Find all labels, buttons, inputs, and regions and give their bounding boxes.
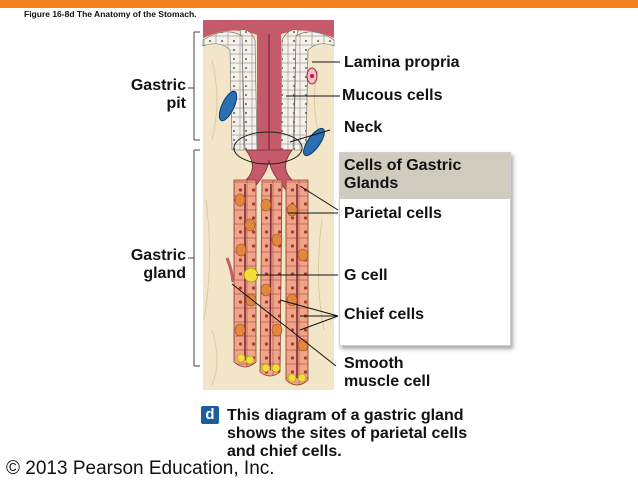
label-smooth-muscle-cell: Smooth muscle cell (344, 355, 430, 391)
figure-description: This diagram of a gastric gland shows th… (227, 407, 527, 461)
label-mucous-cells: Mucous cells (342, 87, 443, 104)
label-lamina-propria: Lamina propria (344, 54, 460, 71)
g-cell (243, 267, 259, 283)
label-chief-cells: Chief cells (344, 306, 425, 323)
copyright-notice: © 2013 Pearson Education, Inc. (6, 458, 275, 479)
legend-title-line1: Cells of Gastric (344, 157, 462, 174)
legend-header: Cells of Gastric Glands (340, 153, 510, 199)
legend-title-line2: Glands (344, 175, 399, 192)
accent-bar (0, 0, 638, 8)
panel-d-badge: d (201, 406, 219, 424)
pit-epithelium-right (280, 29, 299, 151)
label-parietal-cells: Parietal cells (344, 205, 442, 222)
label-g-cell: G cell (344, 267, 388, 284)
label-gastric-gland-line1: Gastric (130, 247, 186, 264)
legend-title: Cells of Gastric Glands (344, 157, 461, 193)
label-gastric-gland-line2: gland (143, 265, 186, 282)
label-gastric-pit-line1: Gastric (130, 77, 186, 94)
label-smooth-muscle-line2: muscle cell (344, 373, 431, 390)
description-line3: and chief cells. (227, 443, 342, 460)
leader-lines (231, 61, 340, 367)
description-line1: This diagram of a gastric gland (227, 407, 464, 424)
blood-vessel-right (303, 127, 325, 157)
gland-base-cells (236, 353, 307, 383)
gastric-pit-bracket (188, 31, 200, 141)
legend-box: Cells of Gastric Glands (339, 152, 511, 346)
smooth-muscle-cell (225, 257, 235, 283)
tissue-fibers (203, 59, 325, 386)
label-gastric-gland: Gastric gland (108, 247, 186, 283)
gastric-gland-bracket (188, 149, 200, 367)
blood-vessel-left (218, 90, 238, 122)
description-line2: shows the sites of parietal cells (227, 425, 468, 442)
label-smooth-muscle-line1: Smooth (344, 355, 404, 372)
pit-epithelium-right-outer (293, 31, 335, 151)
label-gastric-pit-line2: pit (166, 95, 186, 112)
parietal-cells (234, 193, 309, 352)
neck-outline (233, 131, 303, 165)
pit-epithelium-left-outer (202, 31, 245, 151)
label-gastric-pit: Gastric pit (108, 77, 186, 113)
label-neck: Neck (344, 119, 383, 136)
surface-epithelium (203, 20, 334, 40)
figure-caption: Figure 16-8d The Anatomy of the Stomach. (24, 9, 197, 19)
